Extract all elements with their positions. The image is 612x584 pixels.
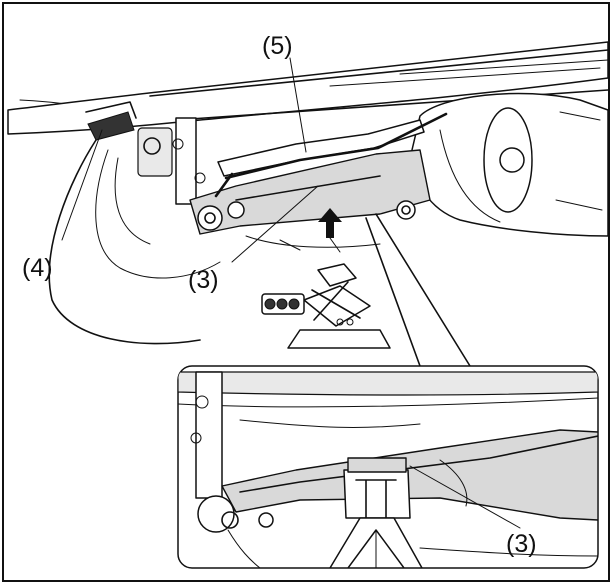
leader-3-main (231, 185, 319, 263)
floor-jack (261, 263, 391, 349)
shock-absorber (137, 117, 206, 205)
callout-label-4: (4) (22, 254, 53, 282)
main-view (7, 41, 609, 367)
zoom-line-right (375, 213, 471, 367)
leader-4 (61, 129, 103, 241)
callout-label-3-detail: (3) (506, 530, 537, 558)
up-arrow-icon (318, 208, 342, 238)
leader-3-detail (409, 465, 521, 529)
callout-label-3-main: (3) (188, 266, 219, 294)
lateral-rod (214, 112, 448, 198)
leader-5 (289, 57, 307, 153)
callout-label-5: (5) (262, 32, 293, 60)
trailing-arm (189, 149, 431, 253)
mudflap (85, 101, 137, 141)
detail-inset (177, 365, 599, 569)
zoom-line-left (365, 217, 421, 367)
